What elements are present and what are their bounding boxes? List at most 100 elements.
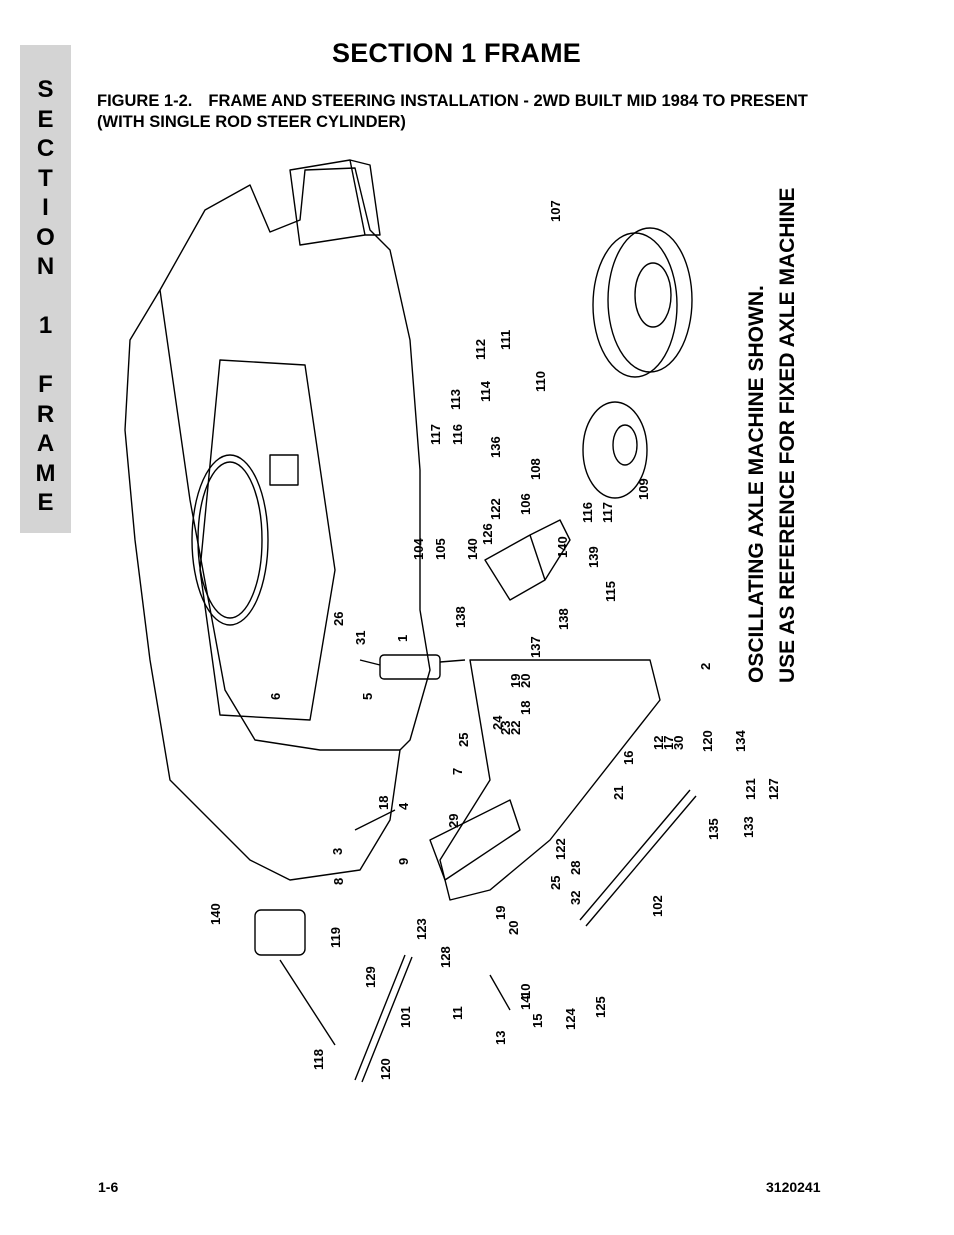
- callout-label: 129: [363, 966, 378, 988]
- callout-label: 9: [396, 858, 411, 865]
- callout-label: 17: [661, 736, 676, 750]
- callout-label: 138: [556, 608, 571, 630]
- callout-label: 14: [518, 995, 533, 1010]
- callout-label: 140: [465, 538, 480, 560]
- callout-label: 114: [478, 380, 493, 402]
- side-tab-letter: A: [36, 430, 55, 457]
- callout-label: 23: [498, 721, 513, 735]
- page-number: 1-6: [98, 1179, 119, 1195]
- callout-label: 113: [448, 389, 463, 410]
- callout-label: 121: [743, 778, 758, 800]
- callout-label: 139: [586, 546, 601, 568]
- callout-label: 111: [498, 330, 513, 350]
- callout-label: 24: [490, 715, 505, 730]
- page-title: SECTION 1 FRAME: [332, 38, 582, 68]
- diagram-note-line2: USE AS REFERENCE FOR FIXED AXLE MACHINE: [776, 187, 799, 684]
- side-tab-letter: E: [37, 489, 54, 516]
- figure-label: FIGURE 1-2.: [97, 92, 193, 110]
- callout-label: 11: [450, 1006, 465, 1020]
- callout-label: 136: [488, 436, 503, 458]
- callout-label: 140: [208, 903, 223, 925]
- callout-label: 7: [450, 768, 465, 775]
- callout-label: 109: [636, 478, 651, 500]
- callout-label: 20: [506, 921, 521, 935]
- callout-label: 101: [398, 1006, 413, 1028]
- leader-line: [279, 959, 336, 1046]
- callout-label: 137: [528, 636, 543, 658]
- figure-caption: FIGURE 1-2.FRAME AND STEERING INSTALLATI…: [97, 91, 857, 133]
- wheel-rim-outer: [607, 227, 693, 373]
- hub-center: [612, 424, 638, 466]
- steer-cylinder: [379, 654, 441, 680]
- callout-label: 138: [453, 606, 468, 628]
- callout-label: 3: [330, 848, 345, 855]
- callout-label: 6: [268, 693, 283, 700]
- hub-flange: [582, 401, 648, 499]
- callout-label: 133: [741, 816, 756, 838]
- callout-label: 110: [533, 371, 548, 392]
- callout-label: 22: [508, 721, 523, 735]
- callout-label: 105: [433, 538, 448, 560]
- callout-label: 117: [600, 502, 615, 523]
- callout-label: 120: [378, 1058, 393, 1080]
- callout-label: 21: [611, 786, 626, 800]
- callout-label: 117: [428, 424, 443, 445]
- callout-label: 1: [395, 635, 410, 642]
- callout-label: 19: [493, 906, 508, 920]
- diagram-note-line1: OSCILLATING AXLE MACHINE SHOWN.: [745, 285, 768, 683]
- callout-label: 25: [456, 733, 471, 747]
- side-tab-letter: T: [38, 164, 53, 192]
- side-tab-letters: S E C T I O N 1 F R A M E: [20, 75, 71, 518]
- side-tab-letter: N: [36, 253, 55, 280]
- frame-edge: [159, 289, 400, 751]
- callout-label: 13: [493, 1031, 508, 1045]
- steer-block: [254, 909, 306, 956]
- callout-label: 16: [621, 751, 636, 765]
- callout-label: 116: [450, 424, 465, 445]
- callout-label: 135: [706, 818, 721, 840]
- tie-rod: [579, 789, 697, 927]
- callout-label: 107: [548, 200, 563, 222]
- side-tab-letter: E: [37, 105, 54, 133]
- side-tab-letter: [20, 282, 71, 312]
- cylinder-rod: [359, 659, 466, 666]
- callout-label: 10: [518, 984, 533, 998]
- pin-part: [354, 809, 511, 1011]
- callout-label: 28: [568, 861, 583, 875]
- diagram-note: OSCILLATING AXLE MACHINE SHOWN. USE AS R…: [741, 188, 803, 684]
- callout-label: 18: [518, 701, 533, 715]
- frame-box-tube: [289, 159, 381, 246]
- callout-label: 4: [396, 802, 411, 810]
- callout-label: 20: [518, 674, 533, 688]
- axle-beam: [439, 659, 661, 901]
- callout-label: 31: [353, 631, 368, 645]
- wheel-rim-hub: [634, 262, 672, 328]
- side-tab-letter: F: [38, 371, 53, 398]
- frame-outline: [124, 167, 431, 881]
- callout-label: 120: [700, 730, 715, 752]
- callout-label: 134: [733, 730, 748, 752]
- callout-label: 12: [651, 736, 666, 750]
- figure-title: FRAME AND STEERING INSTALLATION - 2WD BU…: [97, 92, 808, 131]
- callout-label: 124: [563, 1008, 578, 1030]
- callout-label: 25: [548, 876, 563, 890]
- callout-label: 2: [698, 663, 713, 670]
- callout-label: 119: [328, 927, 343, 948]
- side-tab-letter: 1: [38, 312, 53, 339]
- callout-label: 123: [414, 918, 429, 940]
- callout-label: 122: [488, 498, 503, 520]
- callout-label: 106: [518, 493, 533, 515]
- turntable-ring-inner: [197, 461, 263, 619]
- frame-mount-block: [269, 454, 299, 486]
- callout-label: 30: [671, 736, 686, 750]
- callout-label: 26: [331, 612, 346, 626]
- callout-label: 15: [530, 1014, 545, 1028]
- callout-label: 115: [603, 581, 618, 602]
- side-tab-letter: M: [35, 459, 56, 487]
- callout-label: 18: [376, 796, 391, 810]
- callout-label: 122: [553, 838, 568, 860]
- document-number: 3120241: [766, 1179, 821, 1195]
- side-tab-letter: O: [36, 223, 55, 251]
- axle-plate: [429, 799, 521, 881]
- exploded-parts-diagram: 107 112 111 110 113 114 117 116 136 108 …: [124, 159, 781, 1083]
